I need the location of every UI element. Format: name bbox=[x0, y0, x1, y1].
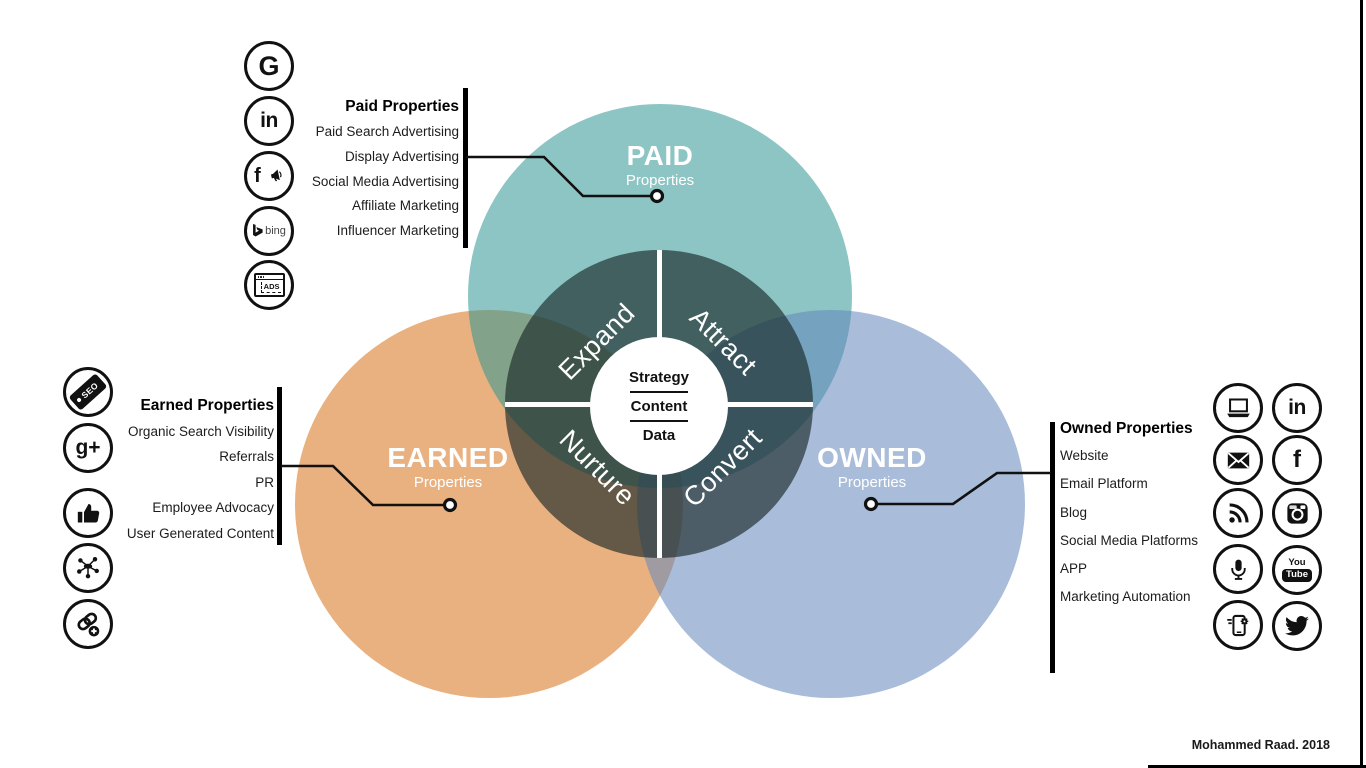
paid-panel-title: Paid Properties bbox=[345, 98, 459, 115]
ads-browser-icon: ADS bbox=[244, 260, 294, 310]
twitter-icon bbox=[1272, 601, 1322, 651]
seo-tag-icon: SEO bbox=[63, 367, 113, 417]
list-item: Email Platform bbox=[1060, 476, 1148, 492]
list-item: APP bbox=[1060, 561, 1088, 577]
paid-circle-label: PAID Properties bbox=[625, 140, 695, 190]
rss-icon bbox=[1213, 488, 1263, 538]
list-item: User Generated Content bbox=[126, 525, 274, 541]
owned-connector-ring bbox=[863, 496, 879, 512]
list-item: Organic Search Visibility bbox=[127, 424, 274, 439]
instagram-icon bbox=[1272, 488, 1322, 538]
author-credit: Mohammed Raad. 2018 bbox=[1191, 738, 1330, 752]
list-item: Blog bbox=[1060, 504, 1088, 520]
facebook-megaphone-icon: f bbox=[244, 151, 294, 201]
bing-logo-glyph bbox=[253, 224, 263, 237]
core-label-content: Content bbox=[630, 397, 688, 415]
list-item: Influencer Marketing bbox=[336, 223, 459, 239]
earned-circle-label: EARNED Properties bbox=[387, 442, 509, 492]
earned-connector-ring bbox=[442, 497, 458, 513]
google-plus-icon: g+ bbox=[63, 423, 113, 473]
link-building-icon bbox=[63, 599, 113, 649]
list-item: Referrals bbox=[219, 449, 274, 465]
thumbs-up-icon bbox=[63, 488, 113, 538]
list-item: Paid Search Advertising bbox=[315, 124, 459, 139]
megaphone-icon bbox=[270, 169, 282, 182]
owned-circle-label: OWNED Properties bbox=[817, 442, 927, 492]
list-item: Employee Advocacy bbox=[152, 500, 274, 516]
linkedin-icon: in bbox=[1272, 383, 1322, 433]
paid-connector-ring bbox=[649, 188, 665, 204]
list-item: PR bbox=[255, 474, 274, 490]
email-icon bbox=[1213, 435, 1263, 485]
earned-properties-panel: Earned Properties Organic Search Visibil… bbox=[44, 393, 274, 546]
list-item: Social Media Advertising bbox=[311, 173, 459, 189]
share-network-icon bbox=[63, 543, 113, 593]
owned-properties-panel: Owned Properties Website Email Platform … bbox=[1060, 416, 1280, 612]
earned-panel-title: Earned Properties bbox=[140, 397, 274, 414]
bing-icon: bing bbox=[244, 206, 294, 256]
list-item: Website bbox=[1060, 448, 1109, 463]
list-item: Affiliate Marketing bbox=[351, 198, 459, 214]
owned-panel-bar bbox=[1050, 422, 1055, 673]
list-item: Marketing Automation bbox=[1060, 589, 1191, 605]
core-divider bbox=[630, 419, 688, 422]
list-item: Social Media Platforms bbox=[1060, 532, 1199, 548]
paid-panel-bar bbox=[463, 88, 468, 248]
frame-border-right bbox=[1360, 0, 1363, 768]
owned-panel-title: Owned Properties bbox=[1060, 420, 1193, 437]
paid-properties-panel: Paid Properties Paid Search Advertising … bbox=[229, 94, 459, 244]
google-icon: G bbox=[244, 41, 294, 91]
facebook-icon: f bbox=[1272, 435, 1322, 485]
microphone-icon bbox=[1213, 544, 1263, 594]
core-divider bbox=[630, 390, 688, 393]
linkedin-icon: in bbox=[244, 96, 294, 146]
youtube-icon: You Tube bbox=[1272, 545, 1322, 595]
smartphone-gear-icon bbox=[1213, 600, 1263, 650]
core-circle: Strategy Content Data bbox=[590, 337, 728, 475]
frame-border-bottom bbox=[1148, 765, 1366, 768]
core-label-data: Data bbox=[642, 426, 676, 444]
laptop-icon bbox=[1213, 383, 1263, 433]
list-item: Display Advertising bbox=[344, 148, 459, 164]
core-label-strategy: Strategy bbox=[628, 368, 690, 386]
earned-panel-bar bbox=[277, 387, 282, 545]
